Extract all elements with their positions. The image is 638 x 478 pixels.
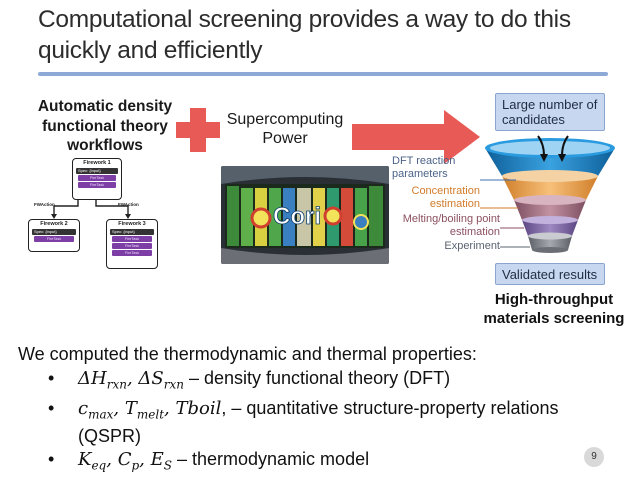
firetask: FireTask (112, 236, 152, 242)
math-term: ΔHrxn, ΔSrxn (78, 368, 184, 392)
validated-results-box: Validated results (495, 263, 605, 285)
bullet-text: – thermodynamic model (172, 449, 370, 470)
math-term: Keq, Cp, ES (78, 449, 172, 473)
right-arrow-icon (352, 110, 480, 164)
candidates-box: Large number of candidates (495, 93, 605, 131)
stage-experiment: Experiment (444, 240, 500, 252)
firework-2: Firework 2 Spec: {input} FireTask (28, 219, 80, 252)
bullet-text: , – quantitative structure-property rela… (78, 397, 559, 447)
firetask: FireTask (78, 182, 116, 188)
intro-text: We computed the thermodynamic and therma… (18, 344, 477, 364)
firework-spec: Spec: {input} (32, 229, 76, 235)
firework-1: Firework 1 Spec: {input} FireTask FireTa… (72, 158, 122, 200)
math-term: cmax, Tmelt, Tboil (78, 397, 222, 422)
slide-title: Computational screening provides a way t… (38, 6, 571, 64)
property-list: ΔHrxn, ΔSrxn – density functional theory… (48, 367, 588, 478)
screening-funnel (480, 135, 615, 253)
workflow-diagram: Firework 1 Spec: {input} FireTask FireTa… (28, 156, 176, 272)
cori-lettering: Cori (273, 203, 321, 230)
fwaction-label: FWAction (34, 202, 55, 207)
firework-title: Firework 1 (83, 160, 111, 166)
stage-melting-boiling: Melting/boiling point estimation (402, 213, 500, 238)
stage-dft-reaction: DFT reaction parameters (392, 155, 456, 180)
bullet-text: – density functional theory (DFT) (183, 368, 451, 388)
list-item: Keq, Cp, ES – thermodynamic model (48, 448, 588, 477)
firework-spec: Spec: {input} (110, 229, 154, 235)
plus-icon (176, 108, 220, 152)
stage-concentration: Concentration estimation (411, 185, 481, 210)
workflow-connectors (51, 200, 131, 219)
list-item: cmax, Tmelt, Tboil, – quantitative struc… (48, 397, 588, 448)
fwaction-label: FWAction (118, 202, 139, 207)
firetask: FireTask (78, 175, 116, 181)
firetask: FireTask (112, 243, 152, 249)
title-divider (38, 72, 608, 76)
screening-caption: High-throughput materials screening (483, 291, 625, 327)
firework-title: Firework 2 (40, 221, 68, 227)
list-item: ΔHrxn, ΔSrxn – density functional theory… (48, 367, 588, 396)
firework-title: Firework 3 (118, 221, 146, 227)
page-number-badge: 9 (584, 447, 604, 467)
dft-workflows-caption: Automatic density functional theory work… (37, 98, 173, 154)
firetask: FireTask (112, 250, 152, 256)
supercomputing-caption: Supercomputing Power (226, 111, 344, 147)
supercomputer-photo: Cori (221, 166, 389, 264)
firework-spec: Spec: {input} (76, 168, 118, 174)
firework-3: Firework 3 Spec: {input} FireTask FireTa… (106, 219, 158, 269)
firetask: FireTask (34, 236, 74, 242)
